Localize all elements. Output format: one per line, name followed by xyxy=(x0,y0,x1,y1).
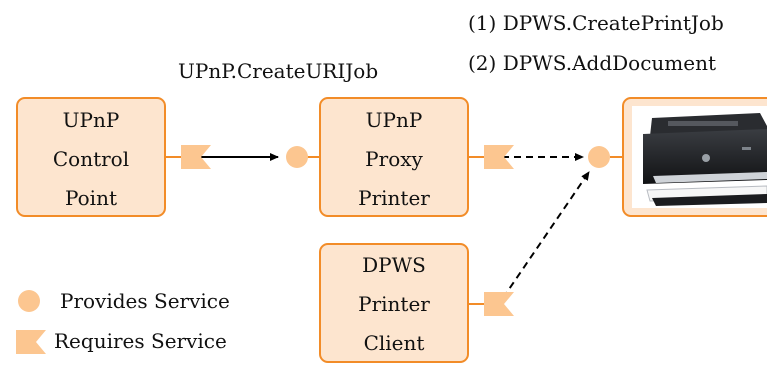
legend-requires-label: Requires Service xyxy=(54,329,227,353)
dpws-printer-box xyxy=(622,97,767,217)
upnp-control-point-box: UPnP Control Point xyxy=(16,97,166,217)
ball-icon xyxy=(18,290,40,312)
box-line: UPnP xyxy=(63,108,120,132)
dpws-client-arrow xyxy=(502,171,590,299)
proxy-printer-provides-ball-icon xyxy=(286,146,320,168)
box-line: DPWS xyxy=(362,253,426,277)
socket-icon xyxy=(16,330,46,354)
box-line: UPnP xyxy=(366,108,423,132)
upnp-proxy-printer-box: UPnP Proxy Printer xyxy=(319,97,469,217)
laser-printer-photo xyxy=(632,106,767,208)
dpws-printer-client-box: DPWS Printer Client xyxy=(319,243,469,363)
client-requires-socket-icon xyxy=(468,292,514,316)
dpws-call-2-label: (2) DPWS.AddDocument xyxy=(468,51,716,75)
box-line: Client xyxy=(364,331,425,355)
box-line: Printer xyxy=(358,186,430,210)
dpws-call-1-label: (1) DPWS.CreatePrintJob xyxy=(468,11,724,35)
box-line: Printer xyxy=(358,292,430,316)
legend-provides-label: Provides Service xyxy=(60,289,230,313)
upnp-call-label: UPnP.CreateURIJob xyxy=(178,59,378,83)
legend: Provides Service Requires Service xyxy=(16,289,230,354)
control-point-requires-socket-icon xyxy=(165,145,211,169)
box-line: Proxy xyxy=(365,147,423,171)
box-line: Control xyxy=(53,147,129,171)
proxy-printer-requires-socket-icon xyxy=(468,145,514,169)
box-line: Point xyxy=(65,186,117,210)
printer-provides-ball-icon xyxy=(588,146,623,168)
